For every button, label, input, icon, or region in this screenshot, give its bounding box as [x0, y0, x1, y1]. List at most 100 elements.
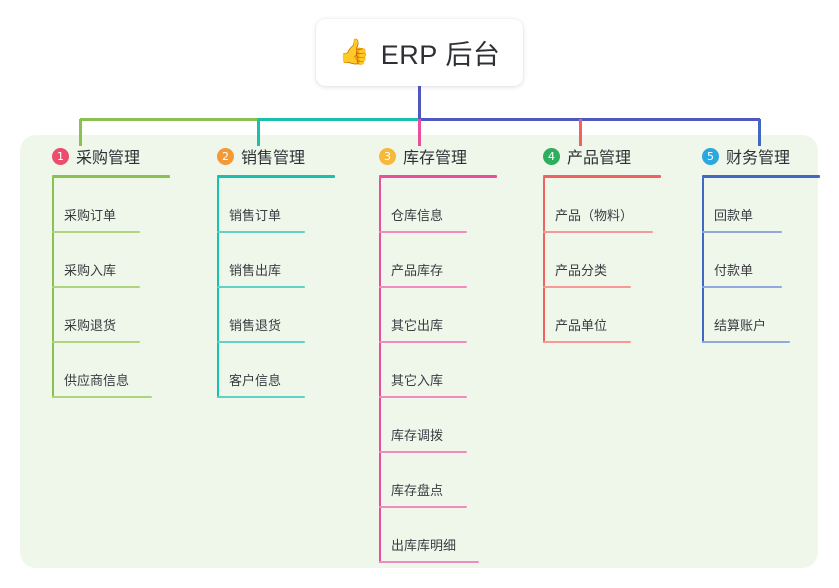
leaf-label: 产品库存 — [391, 263, 444, 278]
leaf-rule — [702, 341, 790, 343]
branch-column-1: 1 采购管理采购订单采购入库采购退货供应商信息 — [30, 144, 180, 398]
leaf-list: 回款单付款单结算账户 — [680, 178, 820, 343]
branch-column-4: 4 产品管理产品（物料） 产品分类产品单位 — [521, 144, 681, 343]
leaf-item[interactable]: 客户信息 — [195, 343, 345, 398]
leaf-label: 采购入库 — [64, 263, 117, 278]
branch-title: 销售管理 — [241, 150, 306, 167]
branch-header-1[interactable]: 1 采购管理 — [30, 144, 180, 168]
branch-title: 财务管理 — [726, 150, 791, 167]
leaf-item[interactable]: 付款单 — [680, 233, 820, 288]
leaf-label: 销售订单 — [229, 208, 282, 223]
branch-header-rule — [379, 175, 497, 178]
branch-badge-icon: 2 — [217, 147, 234, 165]
leaf-label: 仓库信息 — [391, 208, 444, 223]
leaf-label: 结算账户 — [714, 318, 767, 333]
leaf-label: 采购订单 — [64, 208, 117, 223]
leaf-label: 其它入库 — [391, 373, 444, 388]
leaf-rule — [543, 286, 631, 288]
branches-panel — [20, 135, 818, 568]
leaf-rule — [379, 341, 467, 343]
thumbs-up-icon: 👍 — [338, 38, 370, 66]
branch-column-2: 2 销售管理销售订单销售出库销售退货客户信息 — [195, 144, 345, 398]
leaf-rule — [379, 286, 467, 288]
leaf-rule — [379, 506, 467, 508]
leaf-label: 销售出库 — [229, 263, 282, 278]
leaf-label: 其它出库 — [391, 318, 444, 333]
branch-badge-icon: 3 — [379, 147, 396, 165]
leaf-list: 销售订单销售出库销售退货客户信息 — [195, 178, 345, 398]
leaf-rule — [217, 231, 305, 233]
leaf-item[interactable]: 采购入库 — [30, 233, 180, 288]
leaf-label: 回款单 — [714, 208, 754, 223]
branch-title: 采购管理 — [76, 150, 141, 167]
branch-header-rule — [543, 175, 661, 178]
leaf-item[interactable]: 库存盘点 — [357, 453, 517, 508]
branch-title: 产品管理 — [567, 150, 632, 167]
leaf-rule — [52, 286, 140, 288]
leaf-label: 供应商信息 — [64, 373, 130, 388]
leaf-item[interactable]: 销售订单 — [195, 178, 345, 233]
leaf-item[interactable]: 仓库信息 — [357, 178, 517, 233]
branch-spine — [543, 178, 545, 343]
leaf-item[interactable]: 产品分类 — [521, 233, 681, 288]
leaf-label: 库存盘点 — [391, 483, 444, 498]
leaf-rule — [702, 231, 782, 233]
leaf-item[interactable]: 产品单位 — [521, 288, 681, 343]
branch-spine — [52, 178, 54, 398]
branch-badge-icon: 1 — [52, 147, 69, 165]
leaf-item[interactable]: 产品（物料） — [521, 178, 681, 233]
branch-spine — [702, 178, 704, 343]
branch-header-2[interactable]: 2 销售管理 — [195, 144, 345, 168]
leaf-list: 产品（物料） 产品分类产品单位 — [521, 178, 681, 343]
leaf-item[interactable]: 采购退货 — [30, 288, 180, 343]
leaf-rule — [543, 231, 653, 233]
leaf-list: 仓库信息产品库存其它出库其它入库库存调拨库存盘点出库库明细 — [357, 178, 517, 563]
branch-column-3: 3 库存管理仓库信息产品库存其它出库其它入库库存调拨库存盘点出库库明细 — [357, 144, 517, 563]
branch-title: 库存管理 — [403, 150, 468, 167]
leaf-item[interactable]: 供应商信息 — [30, 343, 180, 398]
leaf-list: 采购订单采购入库采购退货供应商信息 — [30, 178, 180, 398]
leaf-item[interactable]: 回款单 — [680, 178, 820, 233]
leaf-item[interactable]: 其它出库 — [357, 288, 517, 343]
branch-spine — [379, 178, 381, 563]
leaf-item[interactable]: 其它入库 — [357, 343, 517, 398]
leaf-item[interactable]: 销售出库 — [195, 233, 345, 288]
leaf-item[interactable]: 结算账户 — [680, 288, 820, 343]
leaf-item[interactable]: 产品库存 — [357, 233, 517, 288]
branch-spine — [217, 178, 219, 398]
leaf-label: 采购退货 — [64, 318, 117, 333]
leaf-label: 产品（物料） — [555, 208, 634, 223]
leaf-label: 出库库明细 — [391, 538, 457, 553]
leaf-label: 库存调拨 — [391, 428, 444, 443]
leaf-label: 销售退货 — [229, 318, 282, 333]
leaf-rule — [217, 396, 305, 398]
leaf-rule — [52, 231, 140, 233]
leaf-item[interactable]: 出库库明细 — [357, 508, 517, 563]
root-node[interactable]: 👍 ERP 后台 — [316, 19, 523, 86]
leaf-rule — [52, 396, 152, 398]
leaf-rule — [702, 286, 782, 288]
leaf-rule — [217, 286, 305, 288]
leaf-item[interactable]: 销售退货 — [195, 288, 345, 343]
leaf-rule — [217, 341, 305, 343]
leaf-label: 付款单 — [714, 263, 754, 278]
leaf-label: 产品分类 — [555, 263, 608, 278]
leaf-rule — [379, 231, 467, 233]
leaf-rule — [379, 561, 479, 563]
leaf-label: 产品单位 — [555, 318, 608, 333]
branch-header-4[interactable]: 4 产品管理 — [521, 144, 681, 168]
leaf-rule — [543, 341, 631, 343]
leaf-item[interactable]: 采购订单 — [30, 178, 180, 233]
branch-header-rule — [217, 175, 335, 178]
branch-header-3[interactable]: 3 库存管理 — [357, 144, 517, 168]
leaf-rule — [379, 451, 467, 453]
branch-header-rule — [702, 175, 820, 178]
leaf-label: 客户信息 — [229, 373, 282, 388]
leaf-item[interactable]: 库存调拨 — [357, 398, 517, 453]
branch-badge-icon: 4 — [543, 147, 560, 165]
leaf-rule — [379, 396, 467, 398]
branch-header-rule — [52, 175, 170, 178]
